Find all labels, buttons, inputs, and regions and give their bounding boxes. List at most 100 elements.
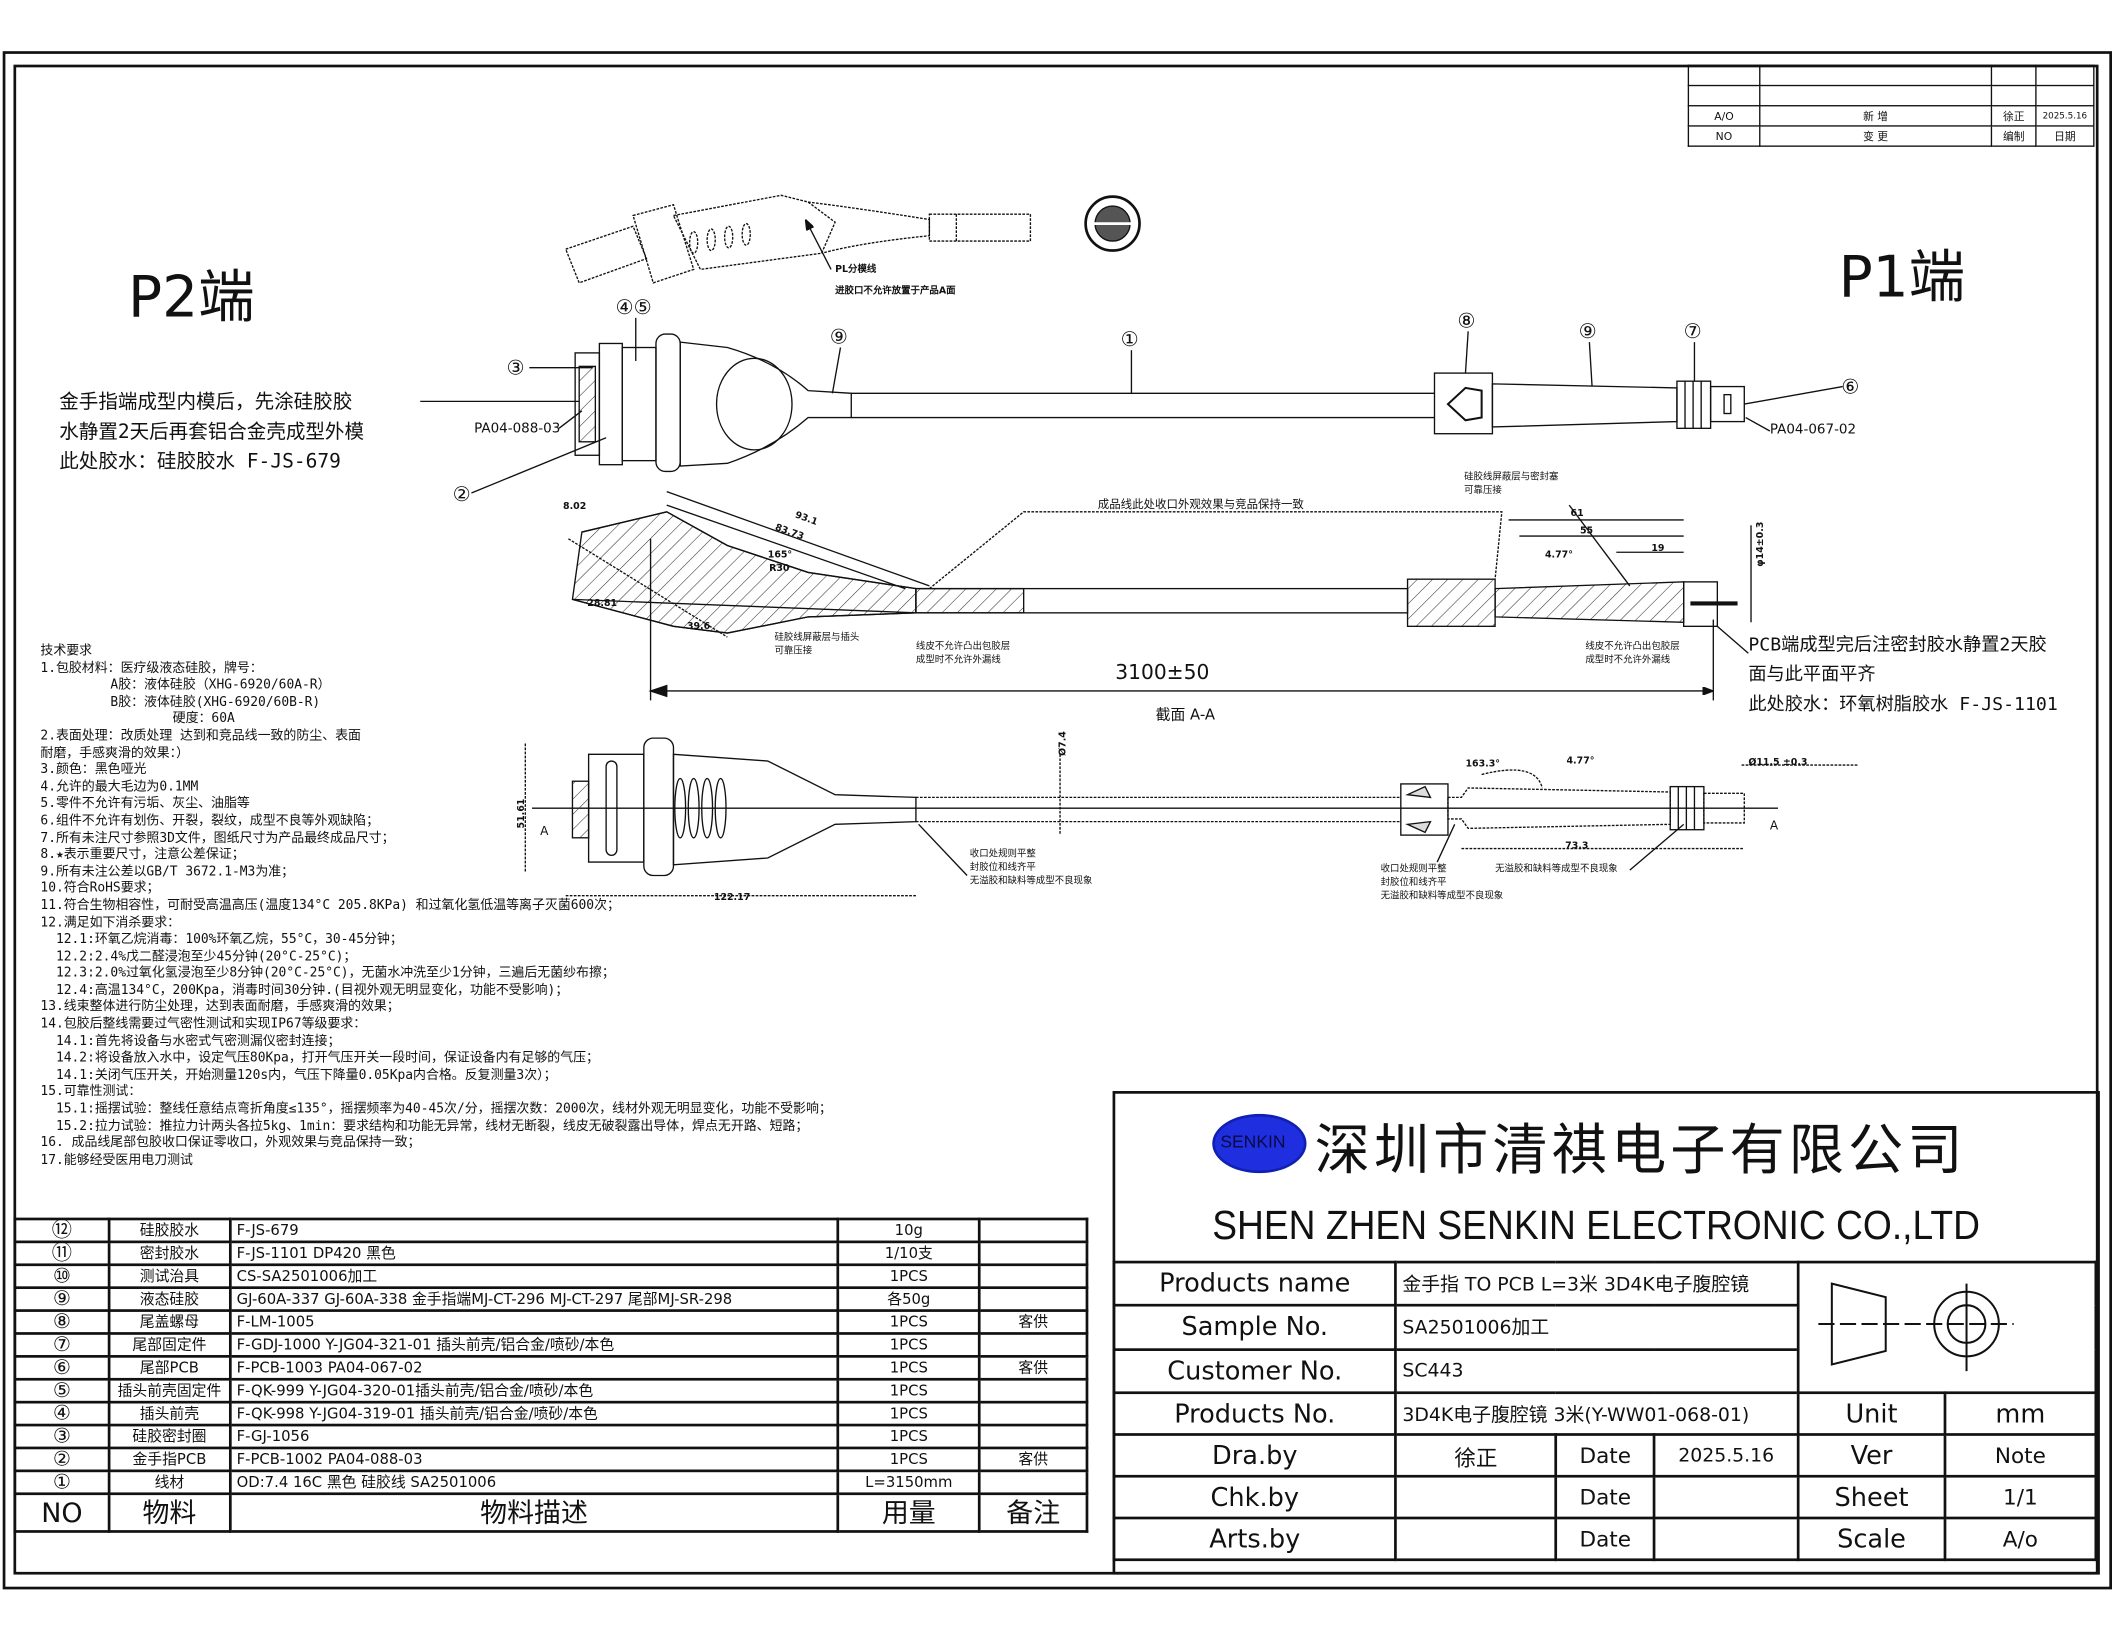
remark	[978, 1332, 1089, 1358]
note-line: 收口处规则平整	[969, 848, 1036, 860]
angle-4-77: 4.77°	[1544, 549, 1573, 561]
customer-no-label: Customer No.	[1112, 1347, 1397, 1395]
remark	[978, 1423, 1089, 1450]
company-name-en: SHEN ZHEN SENKIN ELECTRONIC CO.,LTD	[1212, 1204, 1980, 1249]
material-description: F-PCB-1002 PA04-088-03	[228, 1446, 840, 1473]
rev-no: A/O	[1687, 105, 1761, 127]
tech-requirement-line: 7.所有未注尺寸参照3D文件，图纸尺寸为产品最终成品尺寸；	[40, 830, 395, 846]
quantity: 1PCS	[836, 1446, 981, 1473]
note-line: 可靠压接	[774, 645, 813, 656]
quantity: 各50g	[836, 1286, 981, 1312]
remark	[978, 1240, 1089, 1267]
callout-9b: ⑨	[1578, 319, 1597, 344]
tech-requirement-line: A胶：液体硅胶（XHG-6920/60A-R）	[40, 677, 331, 693]
material-name: 硅胶胶水	[107, 1217, 232, 1244]
pcb-p1-label: PA04-067-02	[1769, 422, 1857, 438]
angle-165: 165°	[767, 549, 793, 561]
note-line: 线皮不允许凸出包胶层	[915, 641, 1011, 652]
radius-r30: R30	[769, 563, 790, 574]
remark	[978, 1400, 1089, 1427]
remark	[978, 1217, 1089, 1244]
item-no: ⑦	[13, 1332, 111, 1358]
material-name: 硅胶密封圈	[107, 1423, 232, 1450]
tech-requirement-line: 12.满足如下消杀要求：	[40, 915, 181, 931]
tech-requirement-line: 14.2:将设备放入水中，设定气压80Kpa，打开气压开关一段时间，保证设备内有…	[40, 1050, 599, 1066]
material-description-header: 物料描述	[228, 1492, 840, 1533]
drawn-by-label: Dra.by	[1112, 1433, 1397, 1478]
material-name: 线材	[107, 1469, 232, 1496]
note-jacket-left: 线皮不允许凸出包胶层成型时不允许外漏线	[916, 640, 1010, 667]
sheet-label: Sheet	[1796, 1474, 1947, 1520]
tech-requirement-line: 12.2:2.4%戊二醛浸泡至少45分钟(20°C-25°C)；	[40, 949, 357, 964]
item-no: ⑥	[13, 1355, 111, 1381]
dim-phi-7-4: Ø7.4	[1057, 731, 1069, 756]
tech-requirement-line: 13.线束整体进行防尘处理，达到表面耐磨，手感爽滑的效果；	[40, 1000, 400, 1015]
material-name-header: 物料	[107, 1492, 232, 1533]
tech-requirement-line: B胶：液体硅胶(XHG-6920/60B-R)	[40, 694, 321, 710]
quantity: 1PCS	[836, 1263, 981, 1290]
dim-122-17: 122.17	[713, 891, 751, 903]
tech-requirement-line: 10.符合RoHS要求；	[40, 881, 160, 897]
rev-date-header: 日期	[2035, 125, 2095, 147]
material-description: CS-SA2501006加工	[228, 1263, 840, 1290]
item-no: ②	[13, 1446, 111, 1473]
seal-icon	[1084, 195, 1141, 252]
item-no: ③	[13, 1423, 111, 1450]
p1-end-label: P1端	[1838, 243, 1966, 310]
sheet-value: 1/1	[1943, 1474, 2098, 1520]
quantity: 1PCS	[836, 1332, 981, 1358]
callout-3: ③	[506, 355, 525, 380]
tech-requirement-line: 6.组件不允许有划伤、开裂，裂纹，成型不良等外观缺陷；	[40, 813, 380, 829]
tech-requirement-line: 14.1:关闭气压开关，开始测量120s内，气压下降量0.05Kpa内合格。反复…	[40, 1067, 557, 1083]
tech-requirement-line: 15.1:摇摆试验：整线任意结点弯折角度≤135°，摇摆频率为40-45次/分，…	[40, 1101, 832, 1117]
note-line: 可靠压接	[1464, 484, 1502, 496]
inner-frame	[13, 64, 2099, 1575]
item-no: ⑧	[13, 1309, 111, 1335]
title-block: SENKIN 深圳市清祺电子有限公司 SHEN ZHEN SENKIN ELEC…	[1112, 1091, 2100, 1575]
remark-header: 备注	[978, 1492, 1089, 1533]
material-description: F-GJ-1056	[228, 1423, 840, 1450]
quantity: 1/10支	[836, 1240, 981, 1267]
approved-date	[1652, 1516, 1800, 1562]
dim-73-3: 73.3	[1565, 840, 1589, 852]
tech-requirement-line: 17.能够经受医用电刀测试	[40, 1152, 193, 1168]
p2-process-note: 金手指端成型内模后，先涂硅胶胶水静置2天后再套铝合金壳成型外模此处胶水：硅胶胶水…	[59, 388, 364, 477]
material-description: F-LM-1005	[228, 1309, 840, 1335]
drawn-by: 徐正	[1394, 1433, 1558, 1478]
dim-8-02: 8.02	[563, 501, 587, 512]
quantity-header: 用量	[836, 1492, 981, 1533]
callout-1: ①	[1120, 327, 1139, 352]
note-line: 收口处规则平整	[1380, 863, 1447, 875]
material-name: 插头前壳固定件	[107, 1377, 232, 1404]
dim-55: 55	[1579, 525, 1594, 537]
note-crimp-seal: 硅胶线屏蔽层与密封塞可靠压接	[1464, 470, 1558, 497]
gate-note: 进胶口不允许放置于产品A面	[835, 285, 956, 297]
tech-requirements-heading: 技术要求	[40, 643, 93, 659]
note-finish: 成品线此处收口外观效果与竞品保持一致	[1097, 498, 1304, 512]
date-label: Date	[1554, 1433, 1656, 1478]
date-label: Date	[1554, 1474, 1656, 1520]
callout-9: ⑨	[829, 324, 848, 349]
unit-value: mm	[1943, 1391, 2098, 1436]
remark: 客供	[978, 1309, 1089, 1335]
item-no: ④	[13, 1400, 111, 1427]
material-name: 尾部PCB	[107, 1355, 232, 1381]
material-description: F-PCB-1003 PA04-067-02	[228, 1355, 840, 1381]
remark	[978, 1286, 1089, 1312]
remark	[978, 1377, 1089, 1404]
note-line: 此处胶水：环氧树脂胶水 F-JS-1101	[1748, 693, 2058, 716]
note-seal-mid: 收口处规则平整封胶位和线齐平无溢胶和缺料等成型不良现象	[1381, 862, 1504, 902]
connector-iso-sketch	[564, 194, 1032, 284]
item-no: ⑨	[13, 1286, 111, 1312]
material-description: GJ-60A-337 GJ-60A-338 金手指端MJ-CT-296 MJ-C…	[228, 1286, 840, 1312]
material-description: F-QK-998 Y-JG04-319-01 插头前壳/铝合金/喷砂/本色	[228, 1400, 840, 1427]
remark	[978, 1263, 1089, 1290]
pcb-p2-label: PA04-088-03	[474, 421, 561, 437]
